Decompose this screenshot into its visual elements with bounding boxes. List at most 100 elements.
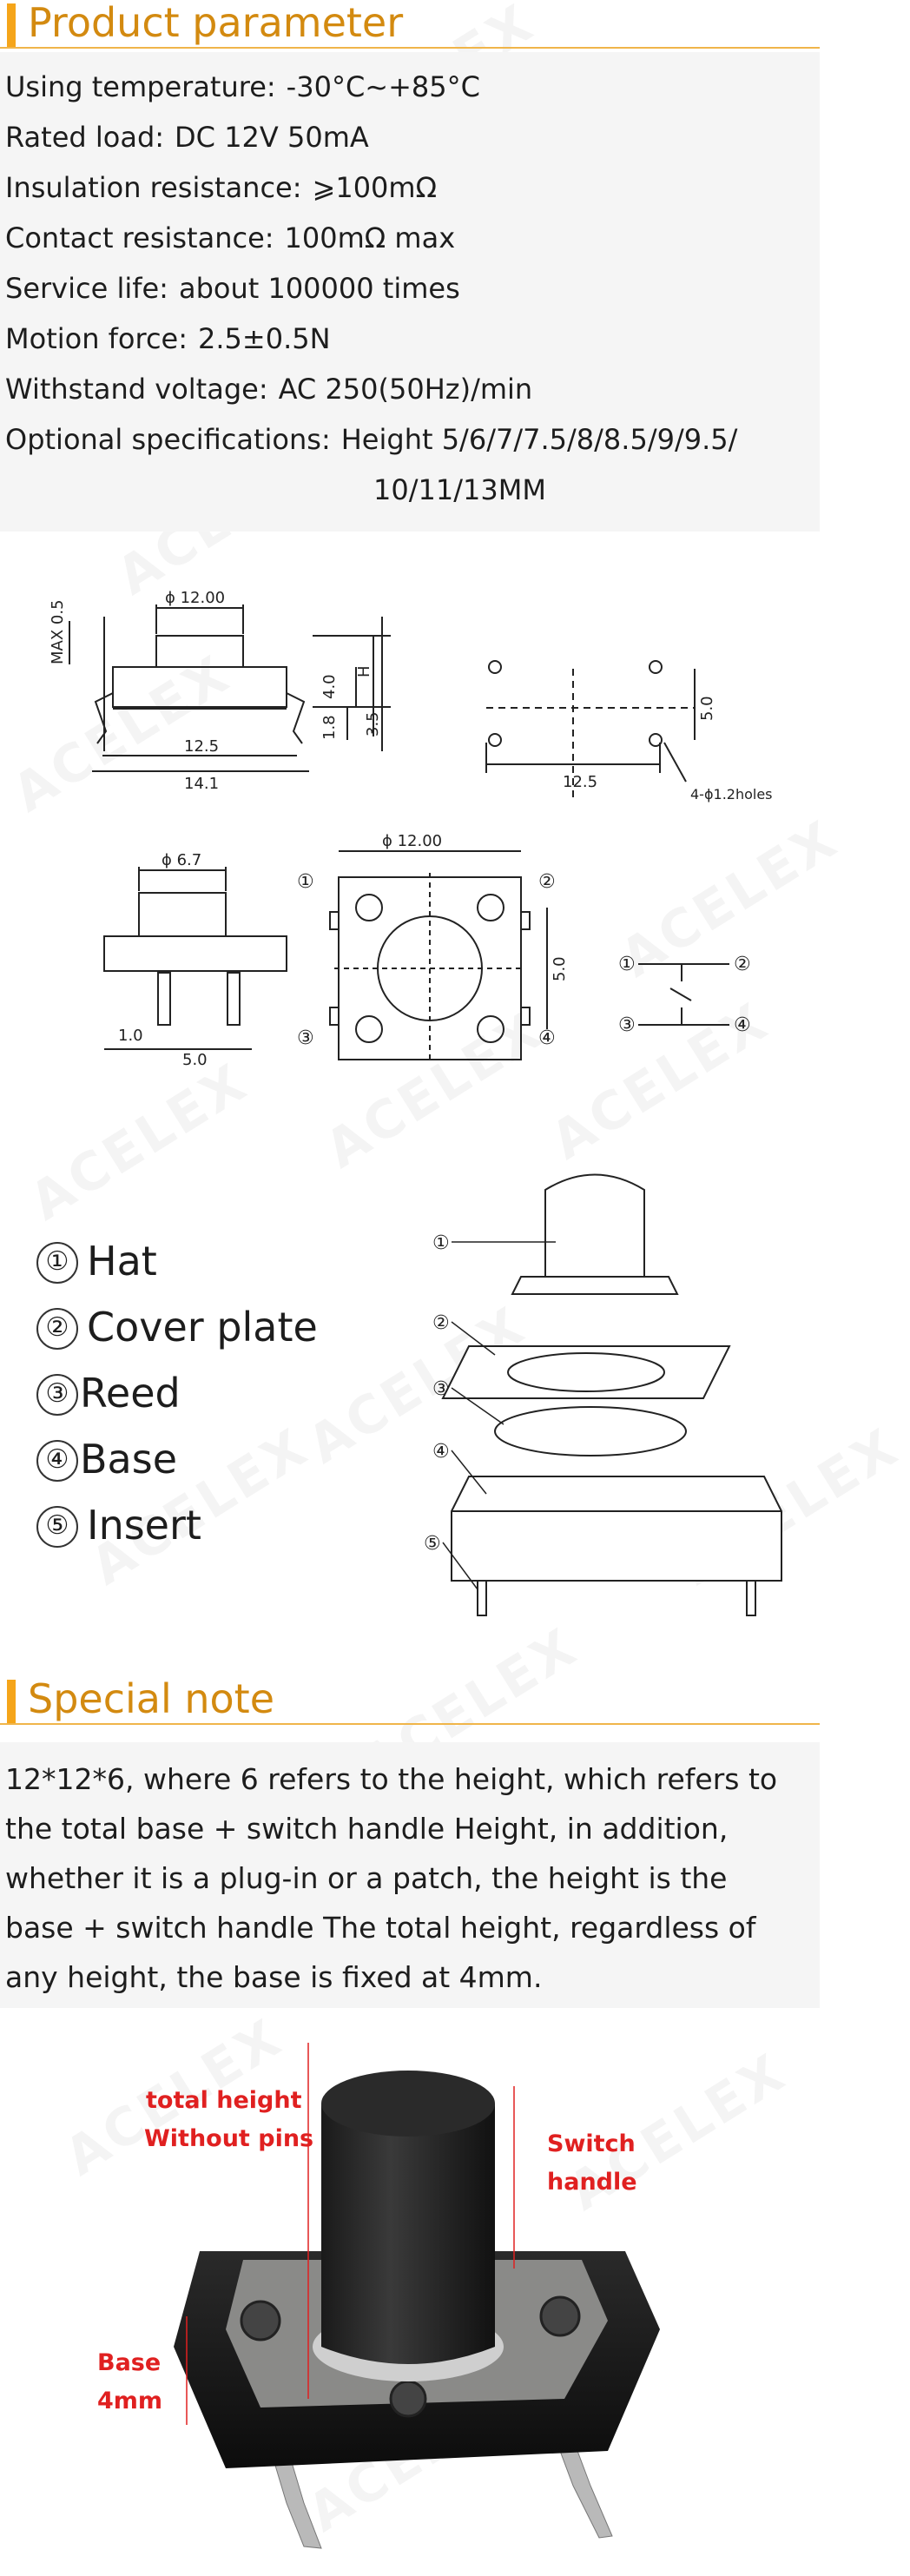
param-label: Motion force: <box>5 322 188 355</box>
part-name: Base <box>80 1436 178 1483</box>
callout-3: ③ <box>432 1378 450 1400</box>
header-accent-bar <box>7 1680 16 1723</box>
pcb-vspace: 5.0 <box>698 696 716 721</box>
label-base: Base <box>97 2349 162 2376</box>
param-row: Rated load: DC 12V 50mA <box>5 120 369 155</box>
exploded-view: ① ② ③ ④ ⑤ <box>417 1155 820 1616</box>
front-pin-space: 5.0 <box>182 1051 208 1069</box>
callout-4: ④ <box>432 1441 450 1463</box>
param-label: Contact resistance: <box>5 221 274 254</box>
param-row: Insulation resistance: ⩾100mΩ <box>5 170 437 205</box>
exploded-svg: ① ② ③ ④ ⑤ <box>424 1173 782 1616</box>
technical-drawing: MAX 0.5 ϕ 12.00 4.0 H 1.8 3.5 12.5 14.1 … <box>0 538 820 1069</box>
part-number: ④ <box>36 1440 78 1482</box>
header-rule <box>0 47 820 49</box>
param-value: DC 12V 50mA <box>175 121 369 154</box>
param-value: 2.5±0.5N <box>198 322 331 355</box>
param-label: Rated load: <box>5 121 165 154</box>
param-row: Contact resistance: 100mΩ max <box>5 221 455 255</box>
param-value: about 100000 times <box>178 272 460 305</box>
side-view-cap <box>155 635 244 668</box>
product-photo: total height Without pins Switch handle … <box>0 2017 820 2573</box>
param-row: Withstand voltage: AC 250(50Hz)/min <box>5 372 532 406</box>
param-value: AC 250(50Hz)/min <box>278 373 533 406</box>
product-parameter-title: Product parameter <box>28 0 404 46</box>
param-value: ⩾100mΩ <box>312 171 438 204</box>
side-pin-b: 3.5 <box>364 711 382 736</box>
callout-1: ① <box>432 1232 450 1254</box>
param-label: Optional specifications: <box>5 423 331 456</box>
top-pin2: ② <box>538 871 556 893</box>
schematic-pin4: ④ <box>734 1014 751 1036</box>
side-view-leads <box>94 692 306 744</box>
side-width-outer: 14.1 <box>184 775 219 793</box>
special-note-title: Special note <box>28 1675 274 1722</box>
part-number: ① <box>36 1242 78 1284</box>
param-row: Optional specifications: Height 5/6/7/7.5… <box>5 422 737 457</box>
top-pin3: ③ <box>297 1027 314 1049</box>
param-row: Motion force: 2.5±0.5N <box>5 321 331 356</box>
note-line: the total base + switch handle Height, i… <box>5 1812 729 1846</box>
photo-cap <box>321 2086 495 2364</box>
special-note-panel: 12*12*6, where 6 refers to the height, w… <box>0 1742 820 2008</box>
param-value: 100mΩ max <box>284 221 456 254</box>
exploded-hat <box>544 1173 645 1278</box>
callout-2: ② <box>432 1312 450 1334</box>
top-pin1: ① <box>297 871 314 893</box>
header-rule <box>0 1723 820 1725</box>
parameter-panel: Using temperature: -30°C~+85°C Rated load… <box>0 52 820 532</box>
front-view-cap <box>138 892 227 937</box>
side-pin-a: 1.8 <box>320 715 339 740</box>
top-vspace: 5.0 <box>551 956 569 981</box>
param-label: Service life: <box>5 272 168 305</box>
product-parameter-header: Product parameter <box>0 0 820 49</box>
front-pin-offset: 1.0 <box>118 1027 143 1045</box>
pcb-hspace: 12.5 <box>563 773 597 791</box>
callout-5: ⑤ <box>424 1533 441 1555</box>
note-line: any height, the base is fixed at 4mm. <box>5 1960 543 1994</box>
param-label: Insulation resistance: <box>5 171 302 204</box>
watermark: ACELEX <box>20 1052 259 1232</box>
part-number: ③ <box>36 1374 78 1416</box>
label-switch: Switch <box>547 2130 636 2157</box>
part-name: Hat <box>87 1238 157 1285</box>
side-body-h: 4.0 <box>320 674 339 699</box>
param-row: Using temperature: -30°C~+85°C <box>5 69 480 104</box>
param-value: -30°C~+85°C <box>286 70 480 103</box>
exploded-reed <box>494 1406 687 1456</box>
exploded-base <box>451 1476 782 1582</box>
param-row: Service life: about 100000 times <box>5 271 460 306</box>
side-width-inner: 12.5 <box>184 737 219 756</box>
param-continuation: 10/11/13MM <box>373 473 546 506</box>
side-h-label: H <box>355 665 373 677</box>
param-value: Height 5/6/7/7.5/8/8.5/9/9.5/ <box>340 423 738 456</box>
schematic-pin2: ② <box>734 954 751 975</box>
part-name: Cover plate <box>87 1304 318 1351</box>
header-accent-bar <box>7 3 16 47</box>
side-top-dia: ϕ 12.00 <box>165 589 225 607</box>
note-line: whether it is a plug-in or a patch, the … <box>5 1861 728 1895</box>
note-line: 12*12*6, where 6 refers to the height, w… <box>5 1762 778 1796</box>
top-top-dia: ϕ 12.00 <box>382 832 442 850</box>
top-pin4: ④ <box>538 1027 556 1049</box>
label-without-pins: Without pins <box>144 2125 314 2152</box>
schematic-pin3: ③ <box>618 1014 636 1036</box>
special-note-text: 12*12*6, where 6 refers to the height, w… <box>5 1754 814 2002</box>
side-view-body <box>112 666 287 708</box>
label-total-height: total height <box>146 2087 302 2114</box>
param-label: Withstand voltage: <box>5 373 268 406</box>
front-top-dia: ϕ 6.7 <box>162 851 201 869</box>
param-label: Using temperature: <box>5 70 276 103</box>
part-name: Reed <box>80 1370 181 1417</box>
photo-svg <box>174 2043 660 2549</box>
schematic-pin1: ① <box>618 954 636 975</box>
drawing-svg: MAX 0.5 ϕ 12.00 4.0 H 1.8 3.5 12.5 14.1 … <box>49 589 773 1069</box>
front-view-body <box>103 935 287 972</box>
special-note-header: Special note <box>0 1675 820 1725</box>
part-number: ② <box>36 1308 78 1350</box>
